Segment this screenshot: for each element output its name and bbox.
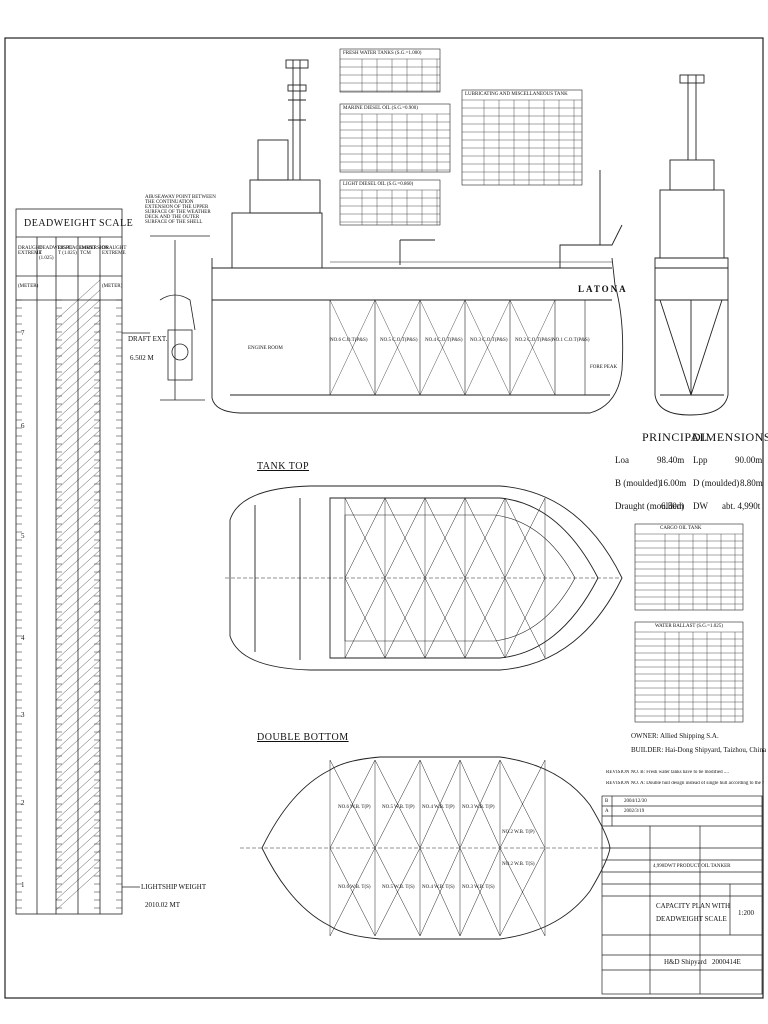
db-tank-label: NO.4 W.B. T(P) [422, 805, 455, 810]
pd-value: 8.80m [740, 478, 763, 488]
profile-room-label: NO.5 C.O.T(P&S) [380, 338, 418, 343]
table-title: FRESH WATER TANKS (S.G.=1.000) [343, 51, 422, 56]
yard-name: H&D Shipyard [664, 958, 707, 966]
profile-room-label: NO.4 C.O.T(P&S) [425, 338, 463, 343]
dw-tick-label: 5 [21, 532, 25, 540]
rev-date: 2002/3/19 [624, 809, 645, 814]
draft-ext-label: DRAFT EXT. [128, 335, 168, 343]
table-title: LIGHT DIESEL OIL (S.G.=0.860) [343, 182, 414, 187]
profile-room-label: NO.6 C.O.T(P&S) [330, 338, 368, 343]
stern-section-view [150, 235, 210, 401]
profile-room-label: ENGINE ROOM [248, 346, 283, 351]
dimensions-title: DIMENSIONS [692, 430, 768, 444]
db-tank-label: NO.3 W.B. T(S) [462, 885, 495, 890]
deadweight-scale [15, 208, 123, 915]
table-title: CARGO OIL TANK [660, 526, 702, 531]
pd-value: abt. 4,990t [722, 501, 761, 511]
lightship-label: LIGHTSHIP WEIGHT [141, 883, 207, 891]
right-tables [634, 523, 744, 723]
draft-ext-value: 6.502 M [130, 354, 154, 362]
profile-room-label: NO.3 C.O.T(P&S) [470, 338, 508, 343]
profile-note: AIR/SEAWAY POINT BETWEEN THE CONTINUATIO… [145, 195, 216, 225]
dw-header-draught-right: DRAUGHT EXTREME [102, 246, 127, 256]
double-bottom-plan [240, 756, 611, 940]
ship-name: LATONA [578, 284, 628, 294]
pd-key: Draught (moulded) [615, 501, 685, 511]
drawing-title-line2: DEADWEIGHT SCALE [656, 915, 727, 923]
pd-key: D (moulded) [693, 478, 740, 488]
dw-tick-label: 6 [21, 422, 25, 430]
builder-text: BUILDER: Hai-Dong Shipyard, Taizhou, Chi… [631, 746, 767, 754]
rev-letter: B [605, 799, 609, 804]
pd-key: B (moulded) [615, 478, 661, 488]
owner-text: OWNER: Allied Shipping S.A. [631, 732, 719, 740]
drawing-title-line1: CAPACITY PLAN WITH [656, 902, 731, 910]
db-tank-label: NO.5 W.B. T(P) [382, 805, 415, 810]
dw-header-draught-left: DRAUGHT EXTREME [18, 246, 43, 256]
dw-unit-right: (METER) [102, 284, 123, 289]
pd-key: DW [693, 501, 708, 511]
pd-key: Loa [615, 455, 629, 465]
dw-header-deadweight: DEADWEIGHT T (1.025) [39, 246, 73, 261]
table-title: LUBRICATING AND MISCELLANEOUS TANK [465, 92, 568, 97]
db-tank-label: NO.6 W.B. T(S) [338, 885, 371, 890]
pd-value: 98.40m [657, 455, 685, 465]
dw-header-displacement: DISPLACEMENT T (1.025) [58, 246, 96, 256]
double-bottom-title: DOUBLE BOTTOM [257, 732, 349, 743]
profile-room-label: NO.1 C.O.T(P&S) [552, 338, 590, 343]
drawing-scale: 1:200 [738, 909, 754, 917]
pd-value: 16.00m [659, 478, 687, 488]
top-tables [339, 48, 583, 226]
tank-top-plan [225, 485, 623, 671]
db-tank-label: NO.4 W.B. T(S) [422, 885, 455, 890]
dw-tick-label: 2 [21, 799, 25, 807]
db-tank-label: NO.3 W.B. T(P) [462, 805, 495, 810]
title-block [601, 795, 763, 995]
pd-value: 6.50m [661, 501, 684, 511]
rev-letter: A [605, 809, 609, 814]
dw-tick-label: 4 [21, 634, 25, 642]
profile-room-label: FORE PEAK [590, 365, 618, 370]
dw-scale-title: DEADWEIGHT SCALE [24, 218, 134, 229]
table-title: MARINE DIESEL OIL (S.G.=0.900) [343, 106, 418, 111]
pd-value: 90.00m [735, 455, 763, 465]
db-tank-label: NO.6 W.B. T(P) [338, 805, 371, 810]
dw-tick-label: 1 [21, 881, 25, 889]
lightship-value: 2010.02 MT [145, 901, 180, 909]
db-tank-label: NO.2 W.B. T(S) [502, 862, 535, 867]
front-view [654, 74, 729, 416]
profile-view [211, 59, 624, 414]
revision-b: REVISION NO. B: Fresh water tanks have t… [606, 770, 729, 775]
tank-top-title: TANK TOP [257, 461, 310, 472]
dw-header-immersion: IMMERSION TCM [80, 246, 109, 256]
principal-title: PRINCIPAL [642, 430, 708, 444]
dw-unit-left: (METER) [18, 284, 39, 289]
dw-tick-label: 3 [21, 711, 25, 719]
drawing-number: 2000414E [712, 958, 741, 966]
dw-tick-label: 7 [21, 329, 25, 337]
db-tank-label: NO.2 W.B. T(P) [502, 830, 535, 835]
project-name: 4,990DWT PRODUCT OIL TANKER [653, 864, 731, 869]
rev-date: 2004/12/30 [624, 799, 647, 804]
profile-room-label: NO.2 C.O.T(P&S) [515, 338, 553, 343]
db-tank-label: NO.5 W.B. T(S) [382, 885, 415, 890]
revision-a: REVISION NO. A: Double hull design inste… [606, 781, 764, 786]
table-title: WATER BALLAST (S.G.=1.025) [655, 624, 723, 629]
pd-key: Lpp [693, 455, 708, 465]
sheet-border [4, 37, 764, 999]
